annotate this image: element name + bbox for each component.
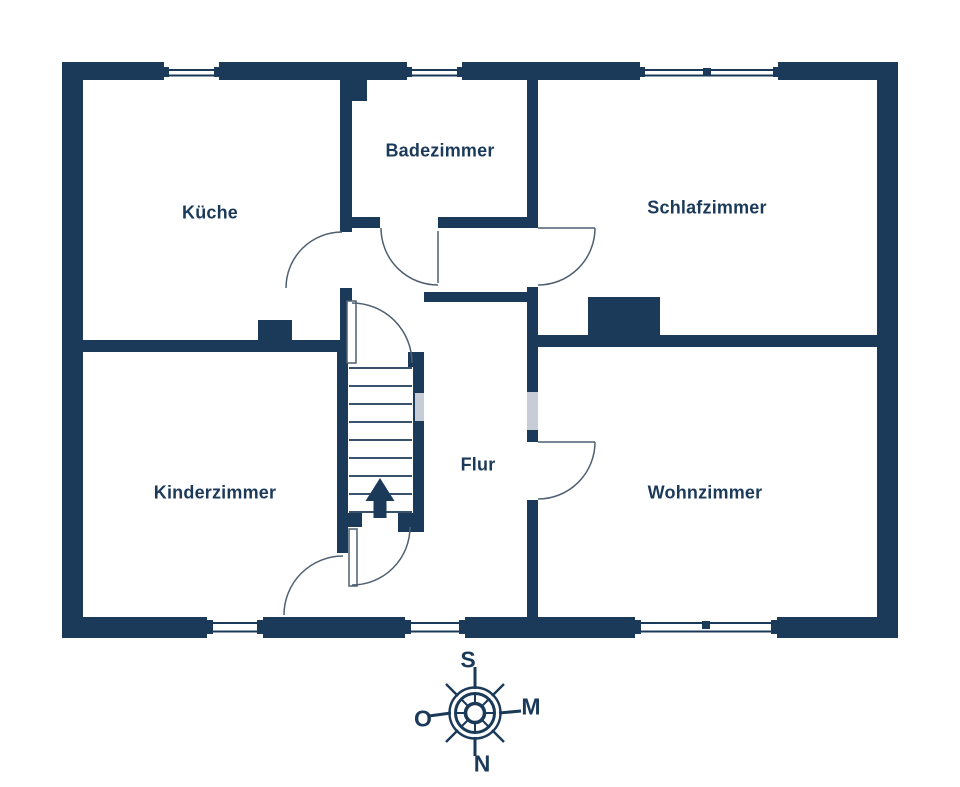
windows — [164, 62, 778, 638]
watermark-patches — [415, 392, 538, 430]
room-label-wohnzimmer: Wohnzimmer — [647, 482, 763, 503]
room-label-kinderzimmer: Kinderzimmer — [153, 482, 277, 503]
compass-letter-right: M — [521, 693, 541, 720]
staircase — [349, 367, 412, 518]
compass-letter-left: O — [414, 705, 432, 732]
window-kueche — [164, 62, 219, 80]
door-arc-kueche — [285, 231, 343, 289]
door-stairs-bottom — [348, 526, 411, 587]
door-wohnzimmer — [537, 441, 596, 500]
room-label-kueche: Küche — [181, 202, 239, 223]
window-badezimmer — [407, 62, 462, 80]
room-label-schlafzimmer: Schlafzimmer — [647, 197, 767, 218]
window-wohnzimmer — [635, 617, 777, 638]
door-badezimmer — [380, 227, 439, 286]
window-flur — [405, 617, 465, 638]
arrow-up-icon — [365, 478, 395, 518]
door-stairs-top — [346, 300, 413, 364]
door-schlafzimmer — [537, 227, 596, 286]
room-label-badezimmer: Badezimmer — [385, 140, 495, 161]
doors — [283, 227, 596, 616]
compass-letter-bottom: N — [473, 750, 491, 777]
compass-rose-icon — [428, 667, 522, 756]
room-label-flur: Flur — [460, 454, 496, 475]
stair-treads — [349, 367, 412, 513]
compass-letter-top: S — [460, 646, 476, 673]
window-schlafzimmer — [640, 62, 778, 80]
window-kinderzimmer — [207, 617, 263, 638]
door-arc-kinderzimmer — [283, 555, 344, 616]
